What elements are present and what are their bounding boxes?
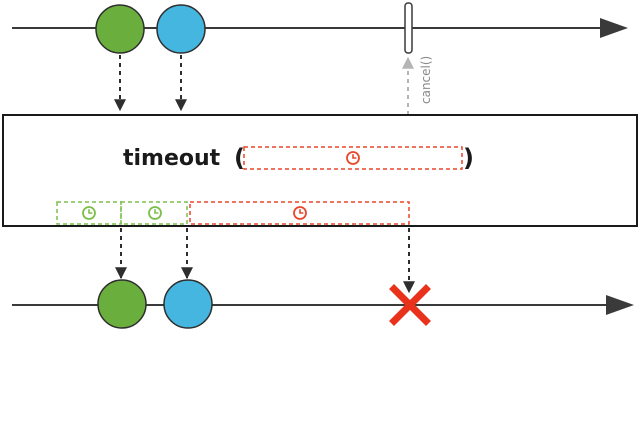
timer-bar-green-1 (56, 201, 122, 225)
cancel-label: cancel() (419, 56, 433, 104)
operator-open-paren: ( (234, 144, 245, 172)
source-marble-blue (156, 4, 206, 54)
source-marble-green (95, 4, 145, 54)
timer-bar-red (189, 201, 410, 225)
operator-title: timeout (123, 146, 221, 171)
cancel-marker (404, 2, 413, 54)
timeout-parameter (243, 146, 463, 170)
x-mark-icon (389, 284, 431, 326)
operator-box (2, 114, 638, 227)
operator-close-paren: ) (463, 144, 474, 172)
result-marble-blue (163, 279, 213, 329)
timer-bar-green-2 (120, 201, 188, 225)
result-marble-green (97, 279, 147, 329)
